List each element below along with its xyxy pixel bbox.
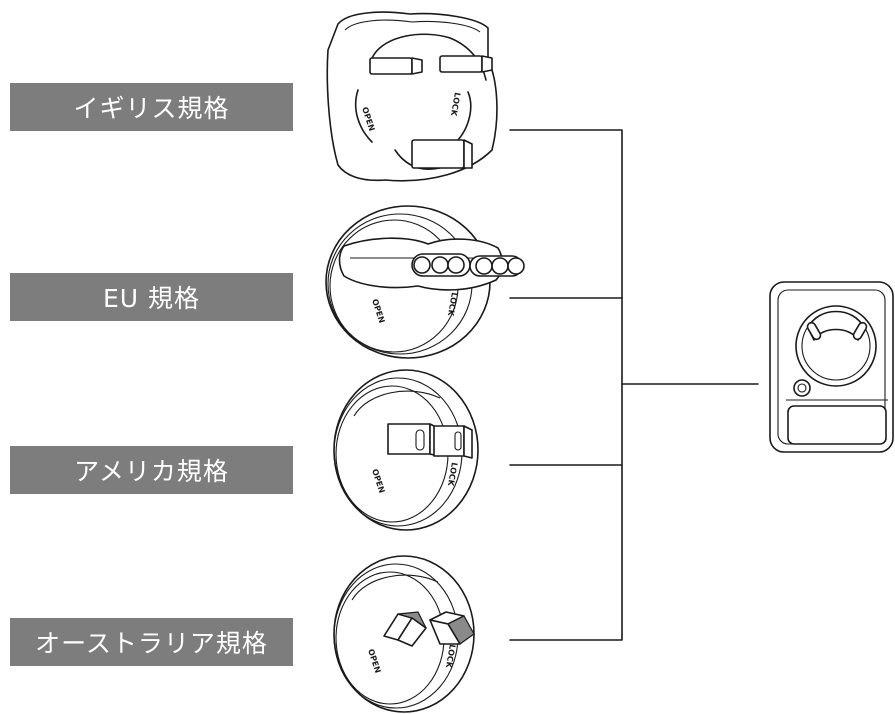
us-plug-icon: OPEN LOCK [333, 369, 479, 531]
uk-standard-label: イギリス規格 [10, 83, 293, 131]
us-standard-label: アメリカ規格 [10, 446, 293, 494]
uk-plug-icon: OPEN LOCK [326, 11, 498, 182]
eu-plug-icon: OPEN LOCK [325, 205, 525, 359]
adapter-base-icon [769, 281, 894, 453]
au-plug-icon: OPEN LOCK [333, 555, 475, 713]
connector-lines [509, 129, 759, 641]
uk-lock-mark: LOCK [449, 92, 462, 118]
us-lock-mark: LOCK [446, 462, 459, 488]
au-lock-mark: LOCK [444, 644, 457, 670]
au-standard-label: オーストラリア規格 [10, 618, 293, 666]
eu-standard-label: EU 規格 [10, 273, 293, 321]
eu-lock-mark: LOCK [446, 292, 459, 318]
